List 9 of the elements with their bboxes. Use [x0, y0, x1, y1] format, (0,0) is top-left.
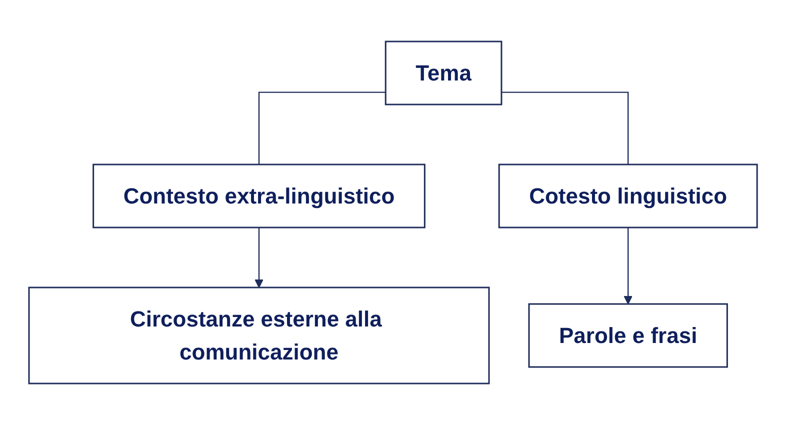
node-box: Circostanze esterne alla comunicazione	[28, 286, 490, 384]
node-box: Parole e frasi	[528, 303, 728, 368]
arrow	[624, 226, 633, 304]
node-box: Cotesto linguistico	[498, 164, 758, 228]
arrow	[255, 226, 264, 288]
node-box: Tema	[385, 40, 503, 106]
node-box: Contesto extra-linguistico	[93, 164, 426, 228]
connector	[258, 92, 386, 164]
connector	[502, 92, 630, 164]
